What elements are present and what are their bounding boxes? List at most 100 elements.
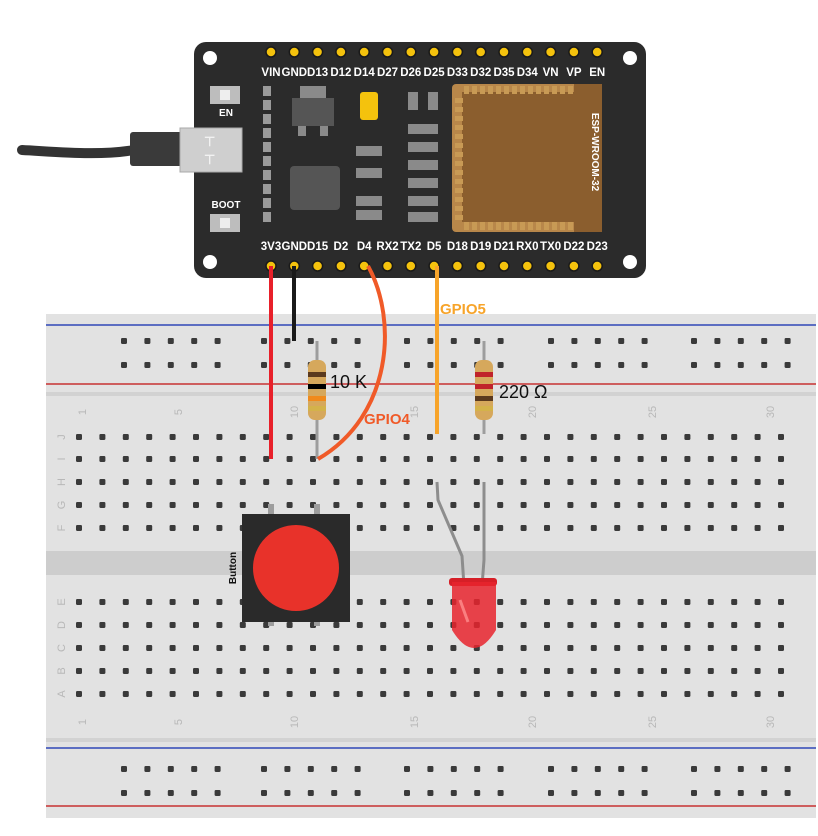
breadboard-hole	[661, 456, 667, 462]
breadboard-hole	[637, 691, 644, 697]
breadboard-hole	[590, 502, 597, 508]
pin-header-bottom	[521, 260, 534, 272]
rail-hole	[691, 338, 697, 344]
breadboard-hole	[193, 456, 199, 462]
rail-hole	[404, 338, 410, 344]
breadboard-hole	[731, 456, 738, 462]
breadboard-hole	[99, 622, 106, 628]
pin-header-bottom	[498, 260, 510, 272]
breadboard-hole	[450, 645, 457, 651]
breadboard-hole	[310, 645, 316, 651]
rail-hole	[121, 766, 127, 772]
rail-hole	[427, 766, 434, 772]
rail-hole	[618, 362, 625, 368]
breadboard: 1 5 10 15 20 25 30 1 5 10 15 20 25 30 J …	[46, 314, 816, 818]
rail-hole	[284, 766, 291, 772]
breadboard-hole	[333, 668, 340, 674]
rail-hole	[571, 766, 578, 772]
pad-strip	[263, 86, 271, 222]
breadboard-hole	[450, 691, 457, 697]
breadboard-hole	[590, 479, 597, 485]
pin-label-bottom: D2	[334, 241, 349, 253]
breadboard-hole	[754, 645, 761, 651]
breadboard-hole	[193, 502, 199, 508]
rail-hole	[284, 338, 291, 344]
rail-hole	[284, 790, 291, 796]
col-num-top: 5	[173, 409, 185, 415]
breadboard-hole	[146, 622, 153, 628]
boot-label: BOOT	[212, 200, 241, 211]
breadboard-hole	[497, 622, 504, 628]
pin-header-top	[568, 46, 580, 58]
breadboard-hole	[614, 668, 621, 674]
led-body	[452, 582, 496, 648]
breadboard-hole	[146, 456, 153, 462]
breadboard-hole	[263, 622, 270, 628]
rail-hole	[761, 338, 768, 344]
breadboard-hole	[76, 668, 82, 674]
col-num-top: 10	[289, 406, 301, 418]
breadboard-hole	[614, 691, 621, 697]
breadboard-hole	[473, 456, 480, 462]
breadboard-hole	[403, 691, 410, 697]
rail-hole	[571, 362, 578, 368]
breadboard-hole	[754, 622, 761, 628]
breadboard-hole	[310, 479, 316, 485]
breadboard-hole	[614, 479, 621, 485]
rail-hole	[641, 362, 648, 368]
svg-text:⊤: ⊤	[204, 134, 215, 149]
pin-label-bottom: D5	[427, 241, 442, 253]
breadboard-hole	[122, 645, 129, 651]
mount-hole	[623, 51, 637, 65]
breadboard-hole	[356, 599, 363, 605]
breadboard-hole	[497, 668, 504, 674]
breadboard-hole	[99, 502, 106, 508]
breadboard-hole	[707, 434, 714, 440]
led	[435, 481, 497, 648]
breadboard-hole	[380, 434, 387, 440]
col-num-bottom: 1	[77, 719, 89, 725]
breadboard-hole	[661, 691, 667, 697]
rail-hole	[214, 766, 221, 772]
breadboard-hole	[567, 645, 574, 651]
breadboard-hole	[169, 645, 176, 651]
breadboard-hole	[169, 434, 176, 440]
rail-hole	[594, 362, 601, 368]
rail-hole	[144, 766, 151, 772]
breadboard-hole	[122, 456, 129, 462]
breadboard-hole	[356, 502, 363, 508]
breadboard-hole	[707, 456, 714, 462]
rail-hole	[761, 766, 768, 772]
breadboard-hole	[193, 599, 199, 605]
rail-hole	[214, 338, 221, 344]
yellow-capacitor	[360, 92, 378, 120]
rail-hole	[594, 766, 601, 772]
breadboard-hole	[661, 645, 667, 651]
row-letter: G	[56, 501, 68, 510]
breadboard-hole	[263, 668, 270, 674]
breadboard-hole	[707, 479, 714, 485]
breadboard-hole	[778, 502, 784, 508]
breadboard-hole	[637, 456, 644, 462]
breadboard-hole	[239, 691, 246, 697]
breadboard-hole	[286, 645, 293, 651]
breadboard-hole	[544, 691, 550, 697]
rail-hole	[214, 362, 221, 368]
breadboard-hole	[146, 434, 153, 440]
breadboard-hole	[520, 434, 527, 440]
breadboard-hole	[707, 599, 714, 605]
breadboard-hole	[778, 525, 784, 531]
row-letter: I	[56, 457, 68, 460]
rail-hole	[331, 766, 338, 772]
breadboard-hole	[590, 645, 597, 651]
breadboard-hole	[356, 691, 363, 697]
breadboard-hole	[122, 622, 129, 628]
breadboard-hole	[614, 525, 621, 531]
breadboard-hole	[193, 622, 199, 628]
breadboard-hole	[380, 456, 387, 462]
breadboard-hole	[286, 668, 293, 674]
breadboard-hole	[216, 456, 223, 462]
